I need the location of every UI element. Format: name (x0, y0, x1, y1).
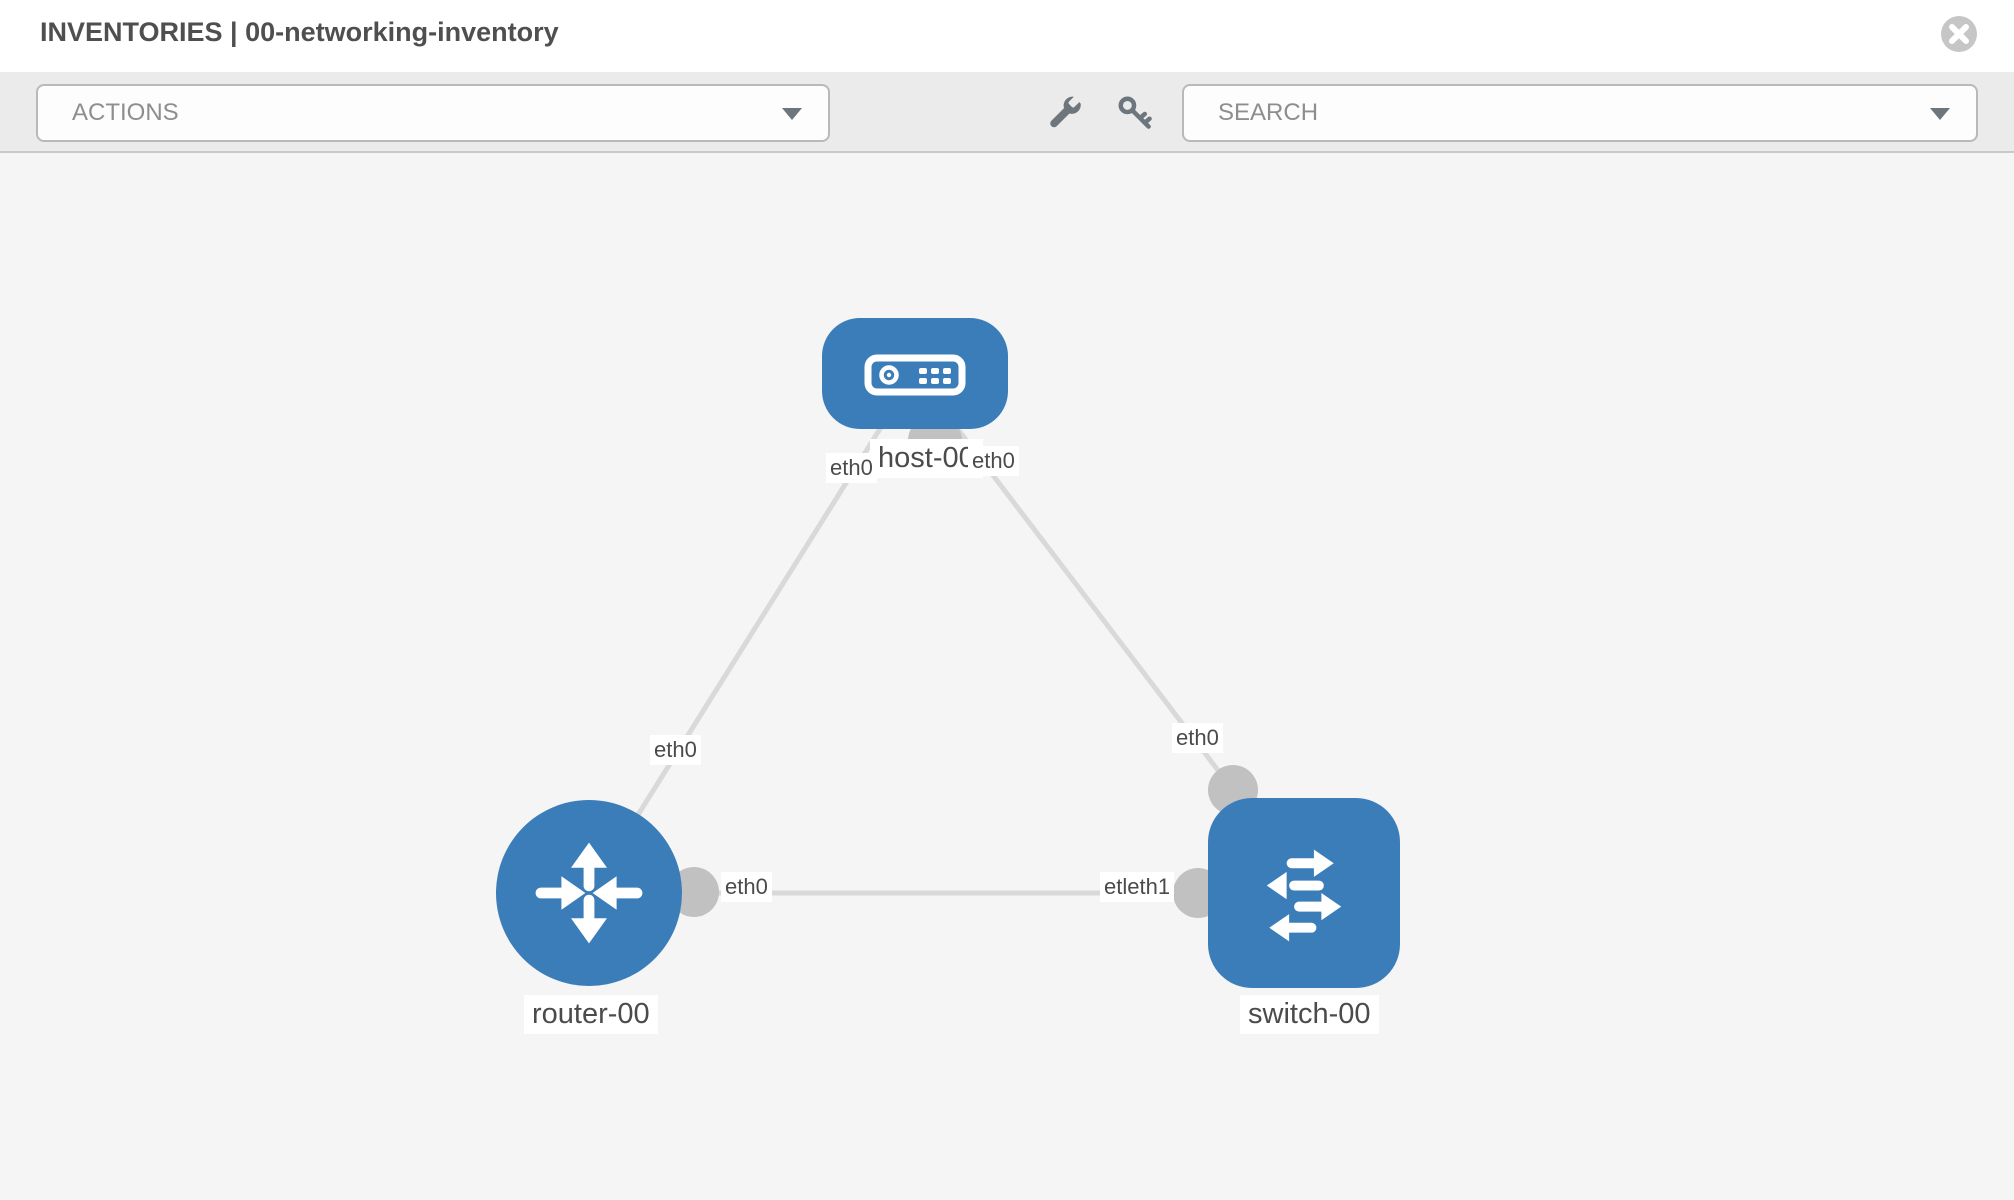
iface-label-router-uplink: eth0 (650, 735, 701, 766)
topology-links (586, 371, 1235, 896)
search-dropdown[interactable]: SEARCH (1182, 84, 1978, 142)
iface-label-host-to-switch: eth0 (968, 446, 1019, 477)
iface-label-router-lan: eth0 (721, 872, 772, 903)
chevron-down-icon (1930, 108, 1950, 120)
topology-canvas[interactable]: host-00 router-00 switch-00 eth0 eth0 et… (0, 153, 2014, 1200)
page-header: INVENTORIES | 00-networking-inventory (0, 0, 2014, 72)
iface-label-switch-uplink: eth0 (1172, 723, 1223, 754)
node-host-00[interactable] (822, 318, 1008, 429)
page-title: INVENTORIES | 00-networking-inventory (40, 17, 559, 47)
wrench-icon (1046, 96, 1084, 135)
node-label-host-00: host-00 (870, 439, 983, 478)
close-button[interactable] (1940, 15, 1978, 53)
actions-dropdown[interactable]: ACTIONS (36, 84, 830, 142)
iface-label-switch-lan-group: etl eth1 (1100, 872, 1175, 903)
iface-label-switch-lan: eth1 (1127, 872, 1175, 903)
close-icon (1940, 16, 1978, 56)
node-router-00[interactable] (496, 800, 682, 986)
key-button[interactable] (1116, 94, 1154, 132)
iface-label-host-to-router: eth0 (826, 453, 877, 484)
chevron-down-icon (782, 108, 802, 120)
key-icon (1116, 96, 1154, 135)
node-label-router-00: router-00 (524, 995, 658, 1034)
actions-dropdown-label: ACTIONS (72, 99, 179, 126)
node-switch-00[interactable] (1208, 798, 1400, 988)
node-label-switch-00: switch-00 (1240, 995, 1379, 1034)
wrench-button[interactable] (1046, 94, 1084, 132)
toolbar: ACTIONS SEARCH (0, 72, 2014, 153)
iface-label-switch-lan-clipped: etl (1100, 872, 1128, 903)
search-dropdown-label: SEARCH (1218, 99, 1319, 126)
